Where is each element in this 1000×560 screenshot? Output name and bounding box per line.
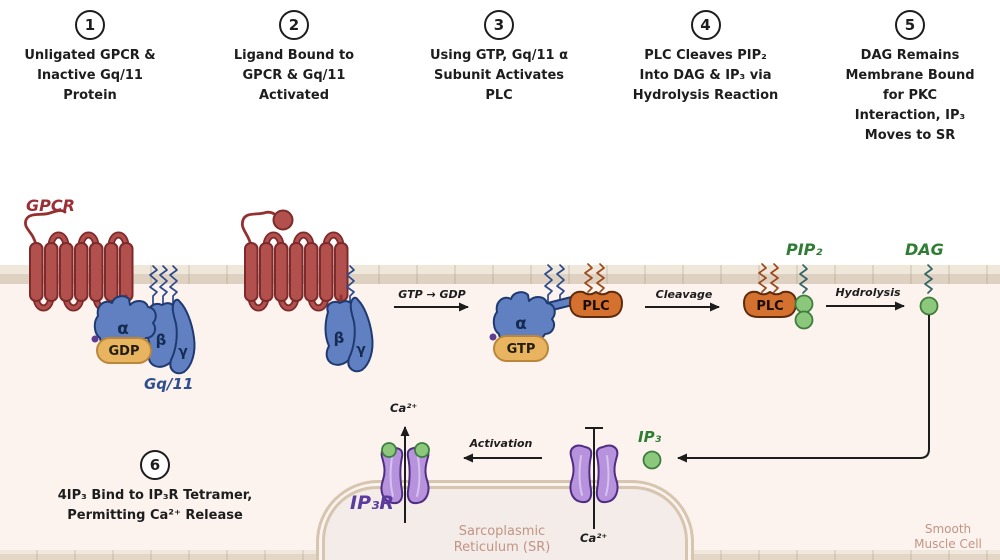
pip2-head-2 — [794, 310, 814, 330]
beta-letter: β — [156, 331, 167, 349]
dag-molecule — [919, 264, 939, 316]
step-5: 5 DAG Remains Membrane Bound for PKC Int… — [830, 10, 990, 146]
gtp-gdp-arrow-label: GTP → GDP — [398, 288, 466, 301]
activation-arrow-label: Activation — [469, 437, 533, 450]
plc-enzyme-2: PLC — [743, 263, 797, 318]
plc-enzyme-1: PLC — [569, 263, 623, 318]
gpcr-2-n-terminus — [240, 210, 279, 247]
pip2-label: PIP₂ — [786, 240, 823, 259]
alpha-gtp-complex: α GTP — [489, 264, 577, 362]
lipid-tail-icon — [924, 264, 933, 294]
ca-bottom-label: Ca²⁺ — [580, 531, 608, 545]
step-1-badge: 1 — [75, 10, 105, 40]
step-6-badge: 6 — [140, 450, 170, 480]
gtp-label: GTP — [507, 342, 536, 357]
ligand — [272, 209, 294, 231]
beta-letter: β — [334, 329, 345, 347]
cleavage-arrow-label: Cleavage — [655, 288, 713, 301]
gamma-letter: γ — [356, 342, 366, 358]
lipid-tail-icon — [799, 264, 808, 294]
step-2-badge: 2 — [279, 10, 309, 40]
step-3-badge: 3 — [484, 10, 514, 40]
ip3-transport-arrow — [677, 315, 930, 463]
pip2-molecule — [794, 264, 814, 330]
step-4-text: PLC Cleaves PIP₂ Into DAG & IP₃ via Hydr… — [632, 48, 779, 103]
dag-label: DAG — [905, 240, 944, 259]
alpha-letter: α — [515, 314, 527, 334]
cell-label: Smooth Muscle Cell — [914, 522, 982, 551]
gtp-pill — [493, 335, 549, 362]
step-3: 3 Using GTP, Gq/11 α Subunit Activates P… — [414, 10, 584, 106]
gq11-label: Gq/11 — [144, 375, 194, 393]
step-5-badge: 5 — [895, 10, 925, 40]
gdp-label: GDP — [109, 344, 140, 359]
lipid-anchor-icon — [149, 265, 158, 309]
step-2: 2 Ligand Bound to GPCR & Gq/11 Activated — [214, 10, 374, 106]
linker-dot — [91, 335, 99, 343]
beta-gamma-subunits — [324, 296, 374, 373]
lipid-anchor-icon — [584, 263, 593, 293]
ip3-label: IP₃ — [638, 428, 662, 446]
bound-ip3-left — [381, 442, 397, 458]
bound-ip3-right — [414, 442, 430, 458]
lipid-anchor-icon — [770, 263, 779, 293]
gpcr-label: GPCR — [26, 196, 75, 215]
sr-label: Sarcoplasmic Reticulum (SR) — [453, 524, 551, 555]
gq11-inactive-complex: α β γ GDP — [91, 265, 196, 375]
step-1: 1 Unligated GPCR & Inactive Gq/11 Protei… — [10, 10, 170, 106]
dag-head — [919, 296, 939, 316]
plc-label: PLC — [582, 299, 609, 314]
gpcr-1 — [24, 209, 132, 312]
step-6-text: 4IP₃ Bind to IP₃R Tetramer, Permitting C… — [57, 488, 253, 523]
gpcr-1-n-terminus — [24, 209, 67, 247]
step-5-text: DAG Remains Membrane Bound for PKC Inter… — [845, 48, 975, 143]
ca-top-label: Ca²⁺ — [390, 401, 418, 415]
linker-dot — [489, 333, 497, 341]
step-4-badge: 4 — [690, 10, 721, 40]
sarcoplasmic-reticulum — [316, 480, 694, 560]
gdp-pill — [96, 337, 152, 364]
step-2-text: Ligand Bound to GPCR & Gq/11 Activated — [233, 48, 355, 103]
lipid-anchor-icon — [596, 263, 605, 293]
ip3-molecule — [642, 450, 662, 470]
ip3r-label: IP₃R — [350, 492, 394, 514]
lipid-anchor-icon — [758, 263, 767, 293]
gamma-letter: γ — [178, 344, 188, 360]
pip2-head-1 — [794, 294, 814, 314]
alpha-letter: α — [117, 319, 129, 339]
step-3-text: Using GTP, Gq/11 α Subunit Activates PLC — [429, 48, 569, 103]
hydrolysis-arrow-label: Hydrolysis — [835, 286, 901, 299]
step-1-text: Unligated GPCR & Inactive Gq/11 Protein — [24, 48, 156, 103]
step-4: 4 PLC Cleaves PIP₂ Into DAG & IP₃ via Hy… — [618, 10, 793, 106]
plc-label: PLC — [756, 299, 783, 314]
step-6: 6 4IP₃ Bind to IP₃R Tetramer, Permitting… — [32, 450, 278, 526]
gpcr-2: β γ — [240, 209, 374, 373]
lipid-anchor-icon — [159, 265, 168, 309]
